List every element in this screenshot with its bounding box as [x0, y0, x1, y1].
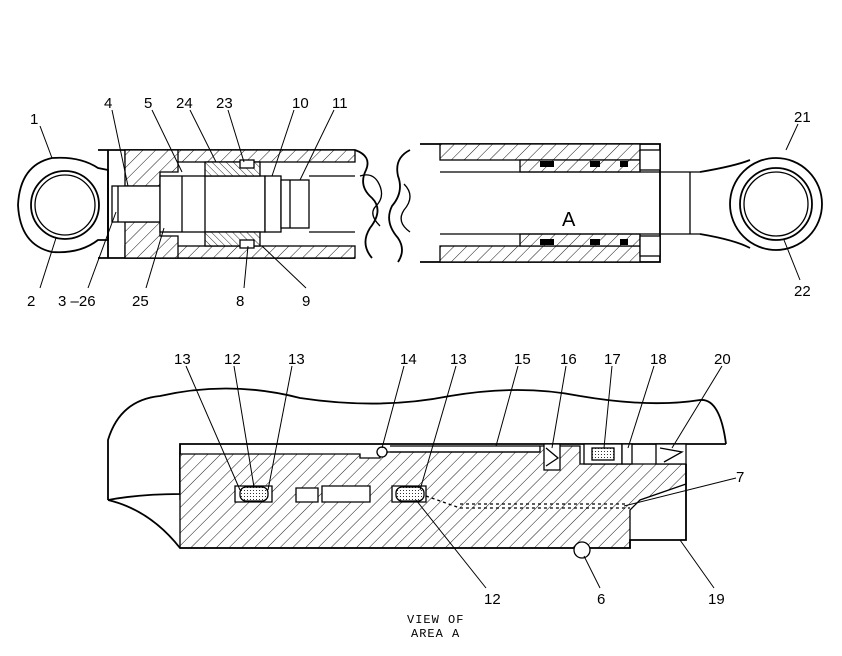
label-13-right: 13: [450, 351, 467, 368]
label-9: 9: [302, 293, 310, 310]
label-6: 6: [597, 591, 605, 608]
label-18: 18: [650, 351, 667, 368]
label-17: 17: [604, 351, 621, 368]
label-7: 7: [736, 469, 744, 486]
cylinder-head-end: [17, 149, 383, 259]
label-14: 14: [400, 351, 417, 368]
label-11: 11: [332, 95, 348, 112]
label-4: 4: [104, 95, 112, 112]
label-16: 16: [560, 351, 577, 368]
label-24: 24: [176, 95, 193, 112]
detail-caption-line2: AREA A: [411, 627, 460, 641]
label-21: 21: [794, 109, 811, 126]
area-a-callout: A: [562, 209, 576, 231]
top-view-leaders: [39, 109, 801, 289]
detail-view-area-a: VIEW OF AREA A: [107, 387, 727, 641]
label-15: 15: [514, 351, 531, 368]
label-2: 2: [27, 293, 35, 310]
label-3-26: 3 –26: [58, 293, 96, 310]
label-13-mid: 13: [288, 351, 305, 368]
label-23: 23: [216, 95, 233, 112]
label-19: 19: [708, 591, 725, 608]
detail-view-leaders: [185, 365, 737, 589]
label-22: 22: [794, 283, 811, 300]
label-1: 1: [30, 111, 38, 128]
label-25: 25: [132, 293, 149, 310]
label-20: 20: [714, 351, 731, 368]
label-13-left: 13: [174, 351, 191, 368]
label-12-top: 12: [224, 351, 241, 368]
cylinder-rod-end: A: [388, 143, 823, 263]
label-5: 5: [144, 95, 152, 112]
detail-caption-line1: VIEW OF: [407, 613, 464, 627]
label-8: 8: [236, 293, 244, 310]
label-12-bottom: 12: [484, 591, 501, 608]
label-10: 10: [292, 95, 309, 112]
